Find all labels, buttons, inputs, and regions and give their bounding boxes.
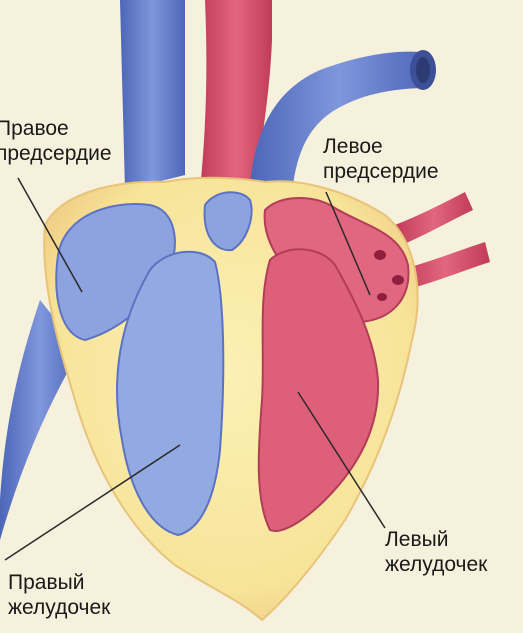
pulmonary-artery-lumen [416,57,430,83]
pulmonary-vein-upper [395,192,473,245]
label-left-ventricle-line1: Левый [385,527,487,552]
label-right-ventricle: Правый желудочек [8,570,110,620]
label-right-atrium: Правое предсердие [0,116,112,166]
label-right-atrium-line1: Правое [0,116,112,141]
label-right-ventricle-line1: Правый [8,570,110,595]
label-left-ventricle: Левый желудочек [385,527,487,577]
label-left-atrium-line2: предсердие [323,159,439,184]
pulmonary-vein-opening-1 [374,250,386,260]
pulmonary-vein-opening-2 [392,275,404,285]
superior-vena-cava [120,0,185,190]
pulmonary-vein-opening-3 [377,293,387,301]
label-left-atrium-line1: Левое [323,134,439,159]
label-right-atrium-line2: предсердие [0,141,112,166]
label-left-ventricle-line2: желудочек [385,552,487,577]
label-right-ventricle-line2: желудочек [8,595,110,620]
label-left-atrium: Левое предсердие [323,134,439,184]
